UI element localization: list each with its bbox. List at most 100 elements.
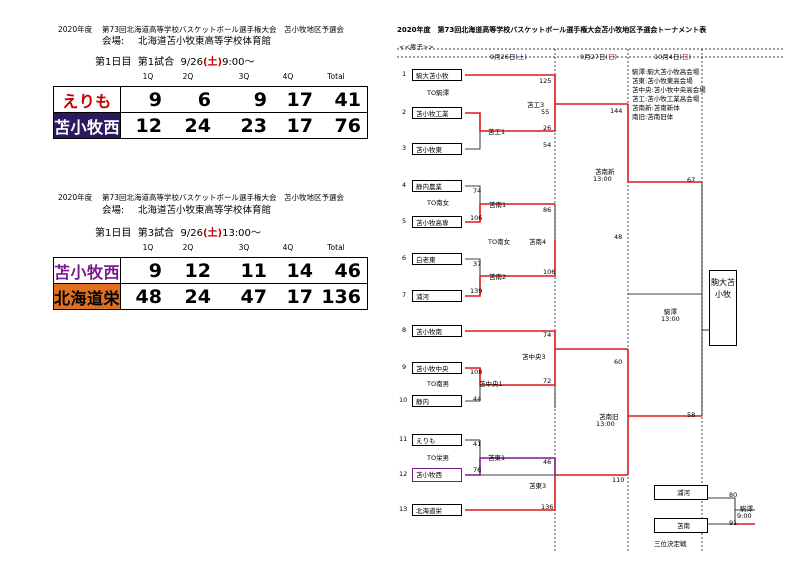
team-box: 静内 [412,395,462,407]
match-label: 苫南1 [489,201,507,209]
game-score: 76 [473,466,482,474]
match-label: TO栄男 [427,454,450,462]
quarter-score: 24 [170,112,219,139]
game-score: 74 [473,187,482,195]
team-name: えりも [53,86,121,113]
match-label: 苫南4 [529,238,547,246]
quarter-score: 23 [219,112,275,139]
bracket-title: 2020年度 第73回北海道高等学校バスケットボール選手権大会苫小牧地区予選会ト… [397,26,707,34]
quarter-score: 6 [170,86,219,113]
match-info: 第1日目 第1試合 9/26(土)9:00〜 [95,57,255,68]
venue-label: 会場: [102,36,125,47]
seed-number: 11 [399,435,408,443]
seed-number: 12 [399,470,408,478]
team-box: 苫小牧工業 [412,107,462,119]
seed-number: 5 [402,217,407,225]
seed-number: 9 [402,363,407,371]
third-place-label: 三位決定戦 [654,540,687,548]
game-score: 110 [612,476,625,484]
team-box: 駒大苫小牧 [412,69,462,81]
match-time: 13:00 [596,420,615,428]
game-score: 125 [539,77,552,85]
game-score: 80 [729,491,738,499]
seed-number: 13 [399,505,408,513]
game-score: 46 [543,458,552,466]
seed-number: 8 [402,326,407,334]
team-box: 浦河 [412,290,462,302]
section-label: <<男子>> [399,43,434,51]
third-place-team: 浦河 [654,485,708,500]
game-score: 106 [470,214,483,222]
team-box: 苫小牧高専 [412,216,462,228]
game-score: 60 [614,358,623,366]
total-score: 41 [321,86,368,113]
match-label: 苫中央1 [479,380,503,388]
team-row: 苫小牧西 12 24 23 17 76 [53,112,368,139]
sheet-header: 2020年度 第73回北海道高等学校バスケットボール選手権大会 苫小牧地区予選会 [58,193,345,202]
seed-number: 3 [402,144,407,152]
game-score: 67 [687,176,696,184]
quarter-score: 17 [275,283,321,310]
col-4q: 4Q [282,72,294,81]
venue-name: 北海道苫小牧東高等学校体育館 [138,36,272,47]
game-score: 86 [543,206,552,214]
team-box: 苫小牧南 [412,325,462,337]
team-name: 北海道栄 [53,283,121,310]
seed-number: 10 [399,396,408,404]
game-score: 55 [541,108,550,116]
match-label: TO南女 [427,199,450,207]
seed-number: 7 [402,291,407,299]
team-row: 苫小牧西 9 12 11 14 46 [53,257,368,284]
match-label: TO駒澤 [427,89,450,97]
game-score: 44 [473,395,482,403]
col-1q: 1Q [142,72,154,81]
quarter-score: 24 [170,283,219,310]
match-time: 9:00 [737,512,752,520]
quarter-score: 17 [275,112,321,139]
col-3q: 3Q [238,243,250,252]
match-time: 13:00 [661,315,680,323]
game-score: 26 [543,124,552,132]
team-name: 苫小牧西 [53,112,121,139]
game-score: 72 [543,377,552,385]
quarter-score: 14 [275,257,321,284]
team-box: えりも [412,434,462,446]
game-score: 48 [614,233,623,241]
match-label: TO南女 [488,238,511,246]
game-score: 108 [470,368,483,376]
seed-number: 2 [402,108,407,116]
match-label: 苫南新 [595,168,615,176]
venue-label: 会場: [102,205,125,216]
quarter-score: 9 [120,257,170,284]
match-label: 駒澤 [740,505,753,513]
game-score: 54 [543,141,552,149]
game-score: 74 [543,331,552,339]
seed-number: 1 [402,70,407,78]
team-row: 北海道栄 48 24 47 17 136 [53,283,368,310]
match-label: 苫東3 [529,482,547,490]
team-box: 白老東 [412,253,462,265]
match-label: 苫南2 [489,273,507,281]
game-score: 41 [473,440,482,448]
col-total: Total [327,72,345,81]
match-label: 苫工1 [488,128,506,136]
match-label: 苫東1 [488,454,506,462]
quarter-score: 12 [120,112,170,139]
game-score: 37 [473,260,482,268]
game-score: 139 [470,287,483,295]
game-score: 91 [729,519,738,527]
col-3q: 3Q [238,72,250,81]
match-label: 苫中央3 [522,353,546,361]
team-box: 苫小牧西 [412,468,462,482]
seed-number: 4 [402,181,407,189]
match-info: 第1日目 第3試合 9/26(土)13:00〜 [95,228,261,239]
team-row: えりも 9 6 9 17 41 [53,86,368,113]
team-box: 苫小牧東 [412,143,462,155]
match-label: 駒澤 [664,308,677,316]
seed-number: 6 [402,254,407,262]
quarter-score: 47 [219,283,275,310]
col-4q: 4Q [282,243,294,252]
venue-legend: 駒澤:駒大苫小牧高会場 苫東:苫小牧東高会場 苫中央:苫小牧中央高会場 苫工:苫… [632,68,706,121]
quarter-score: 48 [120,283,170,310]
game-score: 144 [610,107,623,115]
